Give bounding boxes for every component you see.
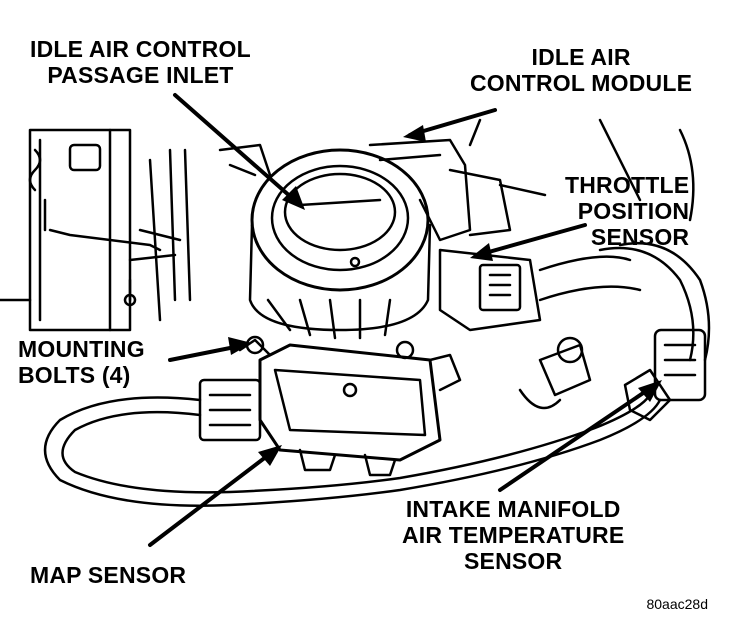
label-tps: THROTTLE POSITION SENSOR	[565, 172, 690, 250]
engine-bracket	[0, 128, 192, 332]
figure-code: 80aac28d	[646, 596, 708, 612]
arrow-iac-module	[408, 108, 497, 137]
tps-connector	[438, 248, 642, 332]
label-mounting-bolts: MOUNTING BOLTS (4)	[18, 336, 145, 388]
label-iac-passage-inlet: IDLE AIR CONTROL PASSAGE INLET	[30, 36, 251, 88]
iat-sensor	[518, 336, 672, 422]
wire-harness-loop	[43, 393, 662, 507]
arrow-tps	[476, 223, 587, 257]
arrow-iac-passage	[173, 93, 302, 207]
map-sensor	[198, 335, 462, 477]
arrow-iat-sensor	[498, 383, 657, 492]
leader-lines	[148, 93, 657, 547]
label-iac-module: IDLE AIR CONTROL MODULE	[470, 44, 693, 96]
throttle-body	[218, 143, 432, 340]
arrow-map-sensor	[148, 448, 277, 547]
arrowheads	[228, 125, 662, 466]
wire-harness-right	[598, 118, 711, 402]
label-map-sensor: MAP SENSOR	[30, 562, 187, 588]
label-iat-sensor: INTAKE MANIFOLD AIR TEMPERATURE SENSOR	[402, 496, 625, 574]
iac-module	[368, 118, 547, 242]
